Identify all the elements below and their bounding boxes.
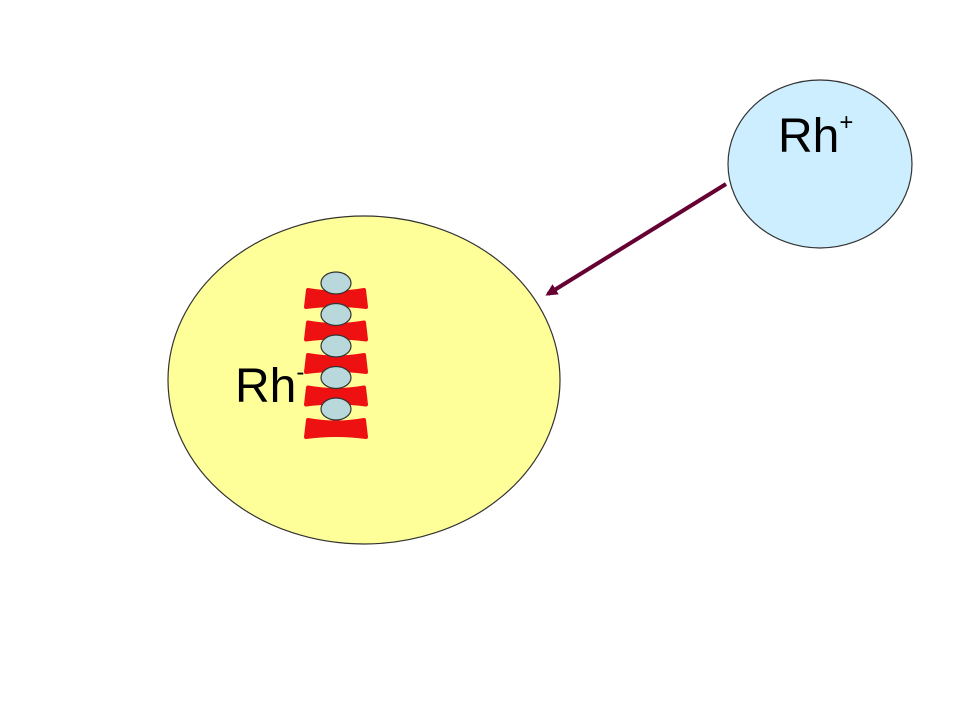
donor-cell-label-sign: +	[839, 109, 853, 136]
rh-antigen	[320, 365, 352, 390]
rh-antigen	[320, 271, 352, 295]
mother-cell	[167, 215, 561, 545]
donor-cell	[727, 79, 913, 249]
antibody-antigen-cluster	[304, 271, 368, 439]
antibody	[304, 320, 368, 342]
antibody	[304, 418, 368, 439]
donor-cell-label-base: Rh	[778, 110, 839, 163]
rh-antigen	[320, 302, 352, 327]
rh-antigen	[320, 334, 352, 358]
donor-cell-label: Rh+	[778, 109, 853, 163]
mother-cell-label-sign: -	[296, 359, 304, 386]
mother-cell-label: Rh-	[235, 359, 304, 413]
antibody	[304, 353, 368, 374]
mother-cell-label-base: Rh	[235, 360, 296, 413]
transfer-arrow	[545, 182, 728, 296]
rh-antigen	[320, 397, 352, 421]
antibody	[304, 385, 368, 407]
